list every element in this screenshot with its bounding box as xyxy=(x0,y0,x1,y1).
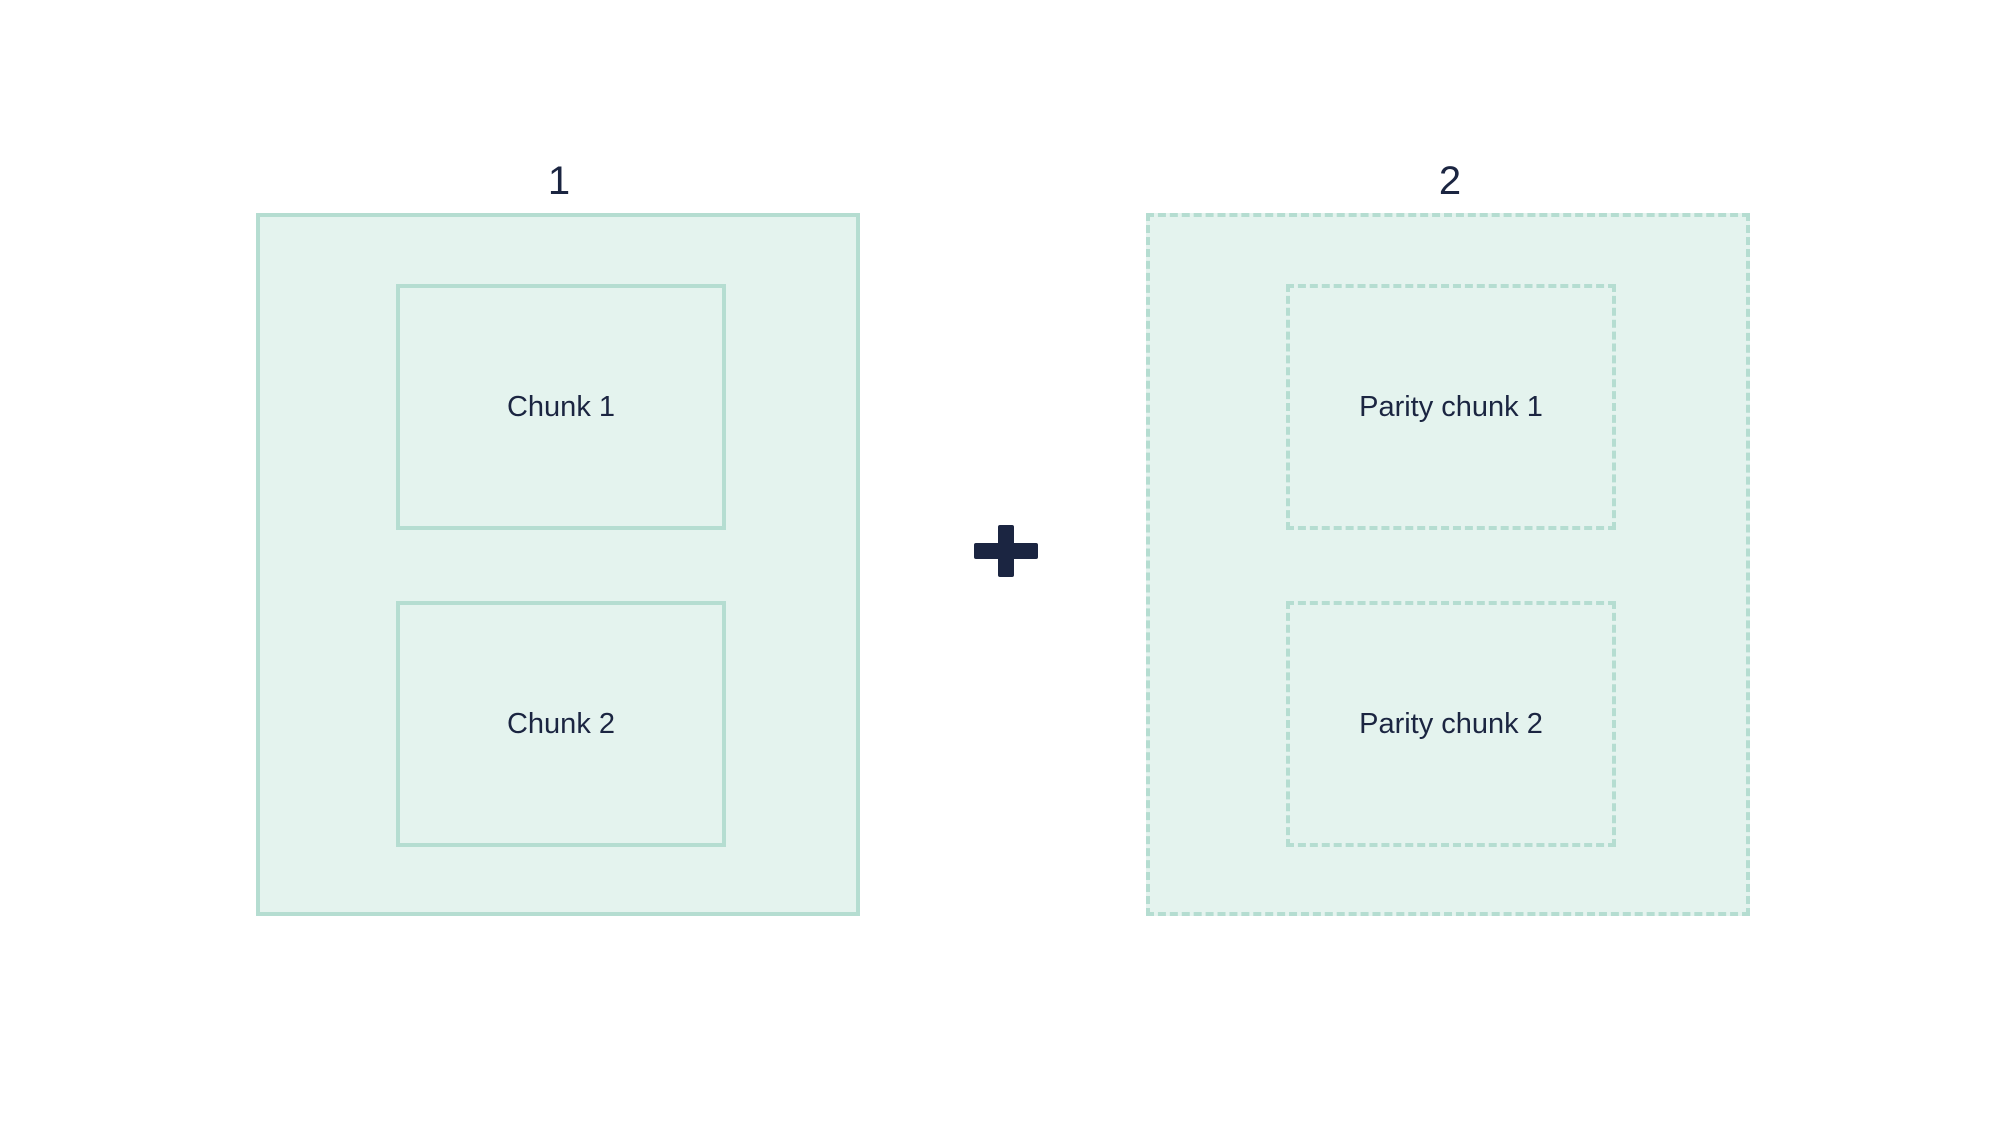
parity-chunk-label-1: Parity chunk 1 xyxy=(1359,390,1543,423)
chunk-label-1: Chunk 1 xyxy=(506,390,615,423)
chunk-label-2: Chunk 2 xyxy=(506,707,615,740)
data-group-box: Chunk 1 Chunk 2 xyxy=(256,213,860,916)
parity-chunk-box-1: Parity chunk 1 xyxy=(1286,284,1616,530)
group-label-2: 2 xyxy=(1438,159,1462,203)
parity-group-box: Parity chunk 1 Parity chunk 2 xyxy=(1146,213,1750,916)
chunk-box-1: Chunk 1 xyxy=(396,284,726,530)
parity-chunk-box-2: Parity chunk 2 xyxy=(1286,601,1616,847)
plus-icon-horizontal-bar xyxy=(974,543,1038,559)
group-label-1: 1 xyxy=(547,159,571,203)
chunk-box-2: Chunk 2 xyxy=(396,601,726,847)
plus-icon xyxy=(974,525,1038,577)
parity-chunk-label-2: Parity chunk 2 xyxy=(1359,707,1543,740)
